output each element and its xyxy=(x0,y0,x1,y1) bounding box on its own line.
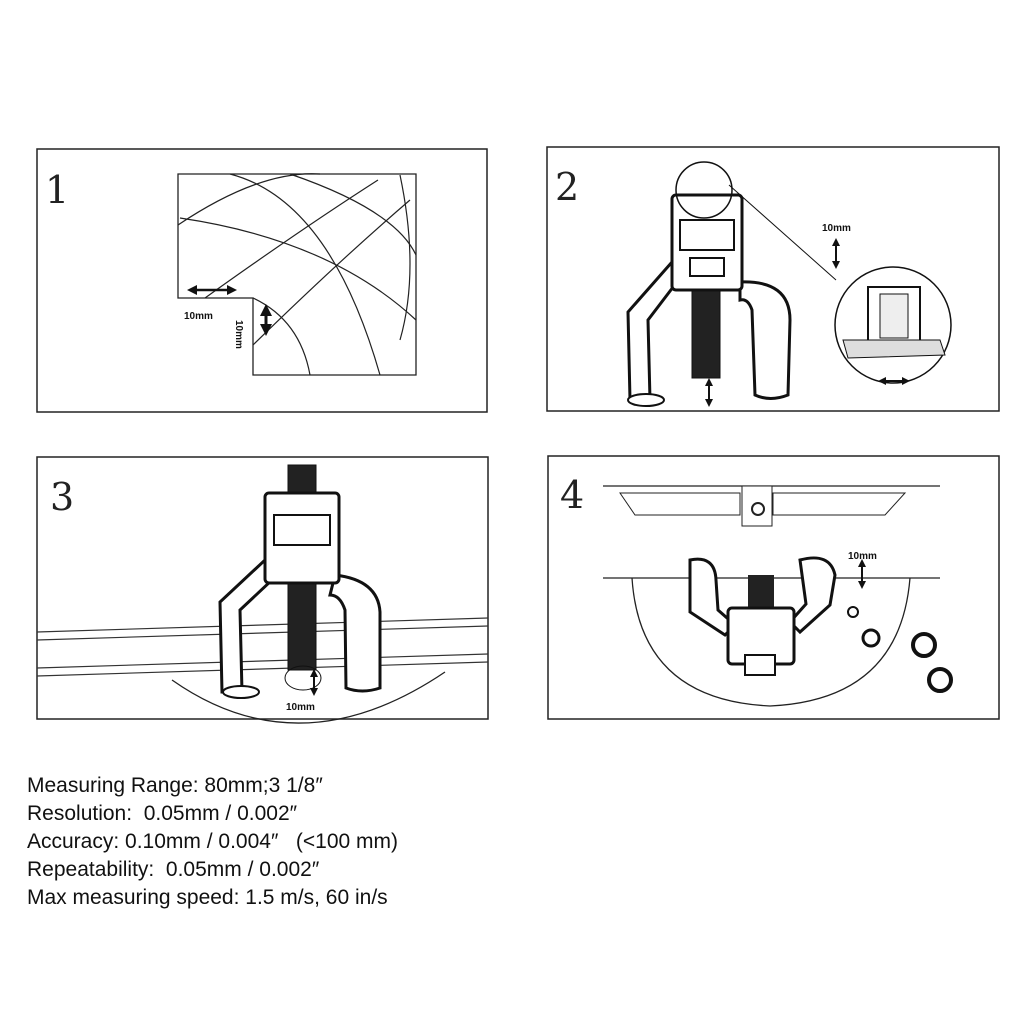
detail-magnifier xyxy=(834,266,952,384)
spec-repeatability: Repeatability: 0.05mm / 0.002″ xyxy=(27,858,320,881)
spec-accuracy: Accuracy: 0.10mm / 0.004″ (<100 mm) xyxy=(27,830,398,853)
panel-frame xyxy=(546,146,1000,412)
dimension-label: 10mm xyxy=(822,223,851,234)
panel-number: 2 xyxy=(555,165,579,209)
panel-3: 3 10mm xyxy=(36,456,489,724)
panel-4: 4 10mm xyxy=(547,455,1000,720)
dimension-label: 10mm xyxy=(848,551,877,562)
depth-gauge-device xyxy=(218,464,382,699)
spec-max-speed: Max measuring speed: 1.5 m/s, 60 in/s xyxy=(27,886,388,909)
table-holes xyxy=(847,606,953,693)
saw-blade-rails xyxy=(36,617,489,677)
dimension-label: 10mm xyxy=(286,702,315,713)
panel-number: 4 xyxy=(560,473,584,517)
panel-number: 1 xyxy=(45,168,69,212)
wood-grain-lines xyxy=(177,173,417,376)
panel-1: 1 10mm 10mm xyxy=(36,148,488,413)
specifications-list: Measuring Range: 80mm;3 1/8″ Resolution:… xyxy=(27,772,398,912)
panel-frame xyxy=(547,455,1000,720)
workpiece-outline xyxy=(177,173,417,376)
spec-resolution: Resolution: 0.05mm / 0.002″ xyxy=(27,802,298,825)
depth-gauge-device xyxy=(688,556,837,676)
panel-frame xyxy=(36,148,488,413)
depth-gauge-device xyxy=(626,161,792,407)
panel-2: 2 10mm xyxy=(546,146,1000,412)
panel-frame xyxy=(36,456,489,720)
dimension-label: 10mm xyxy=(233,320,244,349)
panel-number: 3 xyxy=(50,475,74,519)
spec-measuring-range: Measuring Range: 80mm;3 1/8″ xyxy=(27,774,323,797)
dimension-label: 10mm xyxy=(184,311,213,322)
